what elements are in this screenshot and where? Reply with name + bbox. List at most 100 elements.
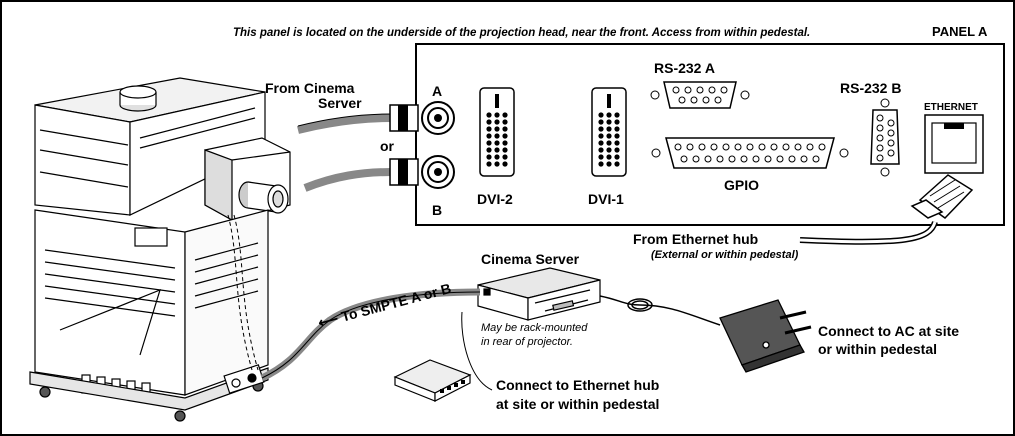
gpio-pin: [680, 155, 688, 163]
ethernet-hub-illustration: [393, 359, 472, 402]
gpio-pin: [788, 155, 796, 163]
dvi-housing: [479, 87, 515, 177]
dvi-pin: [614, 147, 620, 153]
screw-hole: [650, 90, 660, 100]
gpio-pin: [734, 143, 742, 151]
dvi-pin: [486, 147, 492, 153]
connect-ac-label: Connect to AC at site or within pedestal: [818, 323, 963, 357]
screw-hole: [839, 148, 849, 158]
dvi-pin: [494, 154, 500, 160]
bnc-cable-a: [297, 104, 419, 134]
hub-leader-line: [461, 311, 493, 391]
dvi-pin: [598, 147, 604, 153]
dvi-pin: [598, 119, 604, 125]
power-cord: [599, 295, 721, 326]
gpio-pin: [764, 155, 772, 163]
gpio-pin: [740, 155, 748, 163]
header-note: This panel is located on the underside o…: [233, 27, 810, 39]
gpio-pin: [758, 143, 766, 151]
dvi-1-connector[interactable]: [591, 87, 627, 177]
dvi-blade: [607, 94, 611, 108]
rs232a-connector[interactable]: [650, 81, 750, 109]
rs232a-pin: [720, 86, 728, 94]
rs232a-pin: [708, 86, 716, 94]
dvi-pin: [606, 161, 612, 167]
rs232a-pin: [690, 96, 698, 104]
dvi-pin: [614, 126, 620, 132]
dvi-housing: [591, 87, 627, 177]
rack-note-line-1: May be rack-mounted: [481, 322, 588, 334]
rack-note: May be rack-mounted in rear of projector…: [481, 322, 590, 348]
dvi-pin: [606, 126, 612, 132]
dvi-pin: [494, 112, 500, 118]
dvi-pin: [502, 126, 508, 132]
gpio-pin: [806, 143, 814, 151]
gpio-pin: [686, 143, 694, 151]
or-label: or: [380, 138, 395, 154]
dvi-pin: [502, 133, 508, 139]
dvi-pin: [502, 154, 508, 160]
rs232b-pin: [876, 134, 884, 142]
gpio-shell: [665, 137, 835, 169]
ethernet-plug: [799, 174, 974, 245]
projector-illustration: [29, 77, 291, 422]
rs232a-shell: [663, 81, 737, 109]
gpio-connector[interactable]: [651, 137, 849, 169]
to-smpte-text: To SMPTE A or B: [339, 280, 452, 325]
dvi-pin: [486, 133, 492, 139]
screw-hole: [740, 90, 750, 100]
rack-note-line-2: in rear of projector.: [481, 336, 573, 348]
ethernet-port[interactable]: [924, 114, 984, 174]
rs232b-pin: [876, 114, 884, 122]
dvi-pin: [598, 112, 604, 118]
rs232a-pin: [714, 96, 722, 104]
dvi-pin: [606, 154, 612, 160]
connect-ac-line-2: or within pedestal: [818, 341, 937, 357]
dvi-blade: [495, 94, 499, 108]
rs232b-connector[interactable]: [870, 98, 900, 177]
dvi-pin: [486, 126, 492, 132]
bnc-cable-b: [303, 158, 419, 192]
from-cinema-server-line-1: From Cinema: [265, 80, 355, 96]
connect-ethernet-line-1: Connect to Ethernet hub: [496, 377, 659, 393]
gpio-pin: [776, 155, 784, 163]
gpio-pin: [770, 143, 778, 151]
dvi-pin: [502, 112, 508, 118]
rs232b-shell: [870, 109, 900, 165]
bnc-connector-a[interactable]: [421, 101, 455, 135]
dvi-pin: [614, 154, 620, 160]
rs232a-pin: [684, 86, 692, 94]
dvi-pin: [486, 112, 492, 118]
dvi-pin: [598, 140, 604, 146]
gpio-pin: [692, 155, 700, 163]
dvi-pin: [494, 140, 500, 146]
rs232b-pin: [876, 144, 884, 152]
ac-plug-illustration: [719, 299, 812, 373]
rs232a-label: RS-232 A: [654, 60, 715, 76]
rs232b-pin: [876, 154, 884, 162]
screw-hole: [880, 167, 890, 177]
screw-hole: [880, 98, 890, 108]
dvi-pin: [598, 154, 604, 160]
dvi-pin: [606, 140, 612, 146]
rs232a-pin: [678, 96, 686, 104]
dvi-pin: [606, 133, 612, 139]
dvi-pin: [614, 112, 620, 118]
dvi-pin: [494, 147, 500, 153]
bnc-connector-b[interactable]: [421, 155, 455, 189]
gpio-pin: [722, 143, 730, 151]
rs232a-pin: [672, 86, 680, 94]
connect-ethernet-label: Connect to Ethernet hub at site or withi…: [496, 377, 663, 412]
rs232b-pin: [887, 139, 895, 147]
dvi-2-connector[interactable]: [479, 87, 515, 177]
smpte-cable: [260, 288, 481, 382]
dvi-pin: [486, 140, 492, 146]
gpio-pin: [704, 155, 712, 163]
gpio-pin: [800, 155, 808, 163]
rs232b-pin: [876, 124, 884, 132]
dvi-pin: [494, 119, 500, 125]
rs232b-label: RS-232 B: [840, 80, 901, 96]
dvi-pin: [486, 161, 492, 167]
